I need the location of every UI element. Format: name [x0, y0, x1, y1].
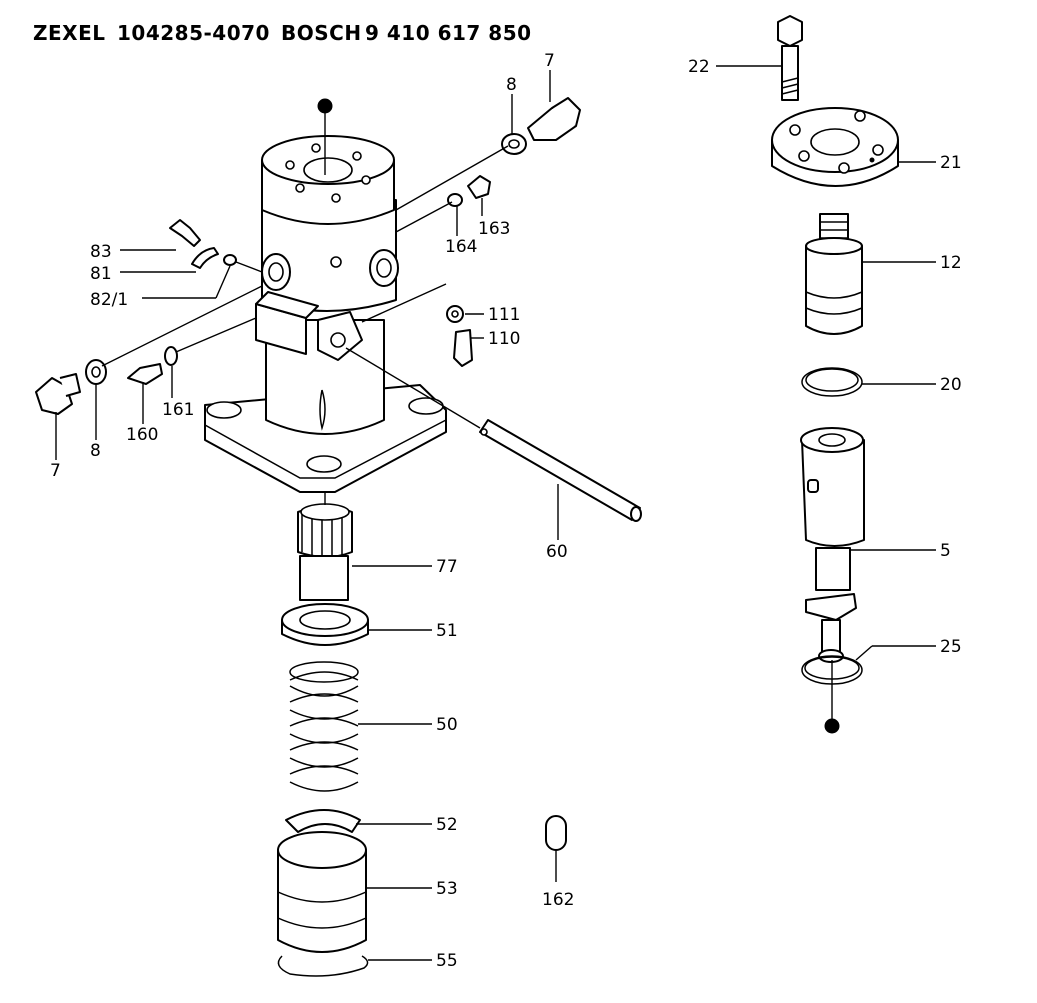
callout-163: 163	[478, 219, 510, 239]
control-rod	[345, 347, 642, 522]
lower-spring-seat	[285, 809, 361, 833]
snap-ring-25	[801, 655, 863, 685]
barrel-and-plunger-5	[800, 427, 865, 734]
callout-21: 21	[940, 153, 962, 173]
callout-8-top: 8	[506, 75, 517, 95]
callout-8-left: 8	[90, 441, 101, 461]
callout-161: 161	[162, 400, 194, 420]
callout-51: 51	[436, 621, 458, 641]
spring-seat	[281, 603, 369, 646]
plunger-spring	[289, 661, 359, 792]
callout-50: 50	[436, 715, 458, 735]
callout-20: 20	[940, 375, 962, 395]
callout-12: 12	[940, 253, 962, 273]
callout-5: 5	[940, 541, 951, 561]
callout-53: 53	[436, 879, 458, 899]
callout-162: 162	[542, 890, 574, 910]
control-sleeve	[297, 492, 353, 601]
plug-and-washer-top	[395, 97, 581, 211]
header-oem: BOSCH	[281, 21, 362, 45]
callout-7-top: 7	[544, 51, 555, 71]
callout-160: 160	[126, 425, 158, 445]
delivery-valve-bolt	[777, 15, 803, 101]
callout-111: 111	[488, 305, 520, 325]
header-brand: ZEXEL	[33, 21, 106, 45]
diagram-header: ZEXEL 104285-4070 BOSCH 9 410 617 850	[33, 21, 532, 45]
roller-tappet	[277, 831, 367, 953]
callout-25: 25	[940, 637, 962, 657]
bolt-160-clip-161	[127, 317, 257, 385]
callout-labels: 7 8 83 81 82/1 163 164 111 110 7 8 160 1…	[50, 51, 962, 971]
callout-77: 77	[436, 557, 458, 577]
bolt-83-clip-81	[169, 219, 263, 273]
callout-7-left: 7	[50, 461, 61, 481]
o-ring-20	[801, 367, 863, 397]
washer-111-bolt-110	[361, 283, 473, 367]
header-oem-number: 9 410 617 850	[365, 21, 532, 45]
header-zexel-number: 104285-4070	[117, 21, 270, 45]
callout-52: 52	[436, 815, 458, 835]
key-162	[545, 815, 567, 882]
callout-82-1: 82/1	[90, 290, 128, 310]
callout-83: 83	[90, 242, 112, 262]
leader-lines	[55, 65, 936, 961]
callout-110: 110	[488, 329, 520, 349]
pump-housing	[204, 98, 447, 493]
bolt-163-washer-164	[395, 175, 491, 233]
callout-60: 60	[546, 542, 568, 562]
flange-21	[771, 107, 899, 187]
plug-and-washer-left	[35, 285, 263, 415]
callout-22: 22	[688, 57, 710, 77]
snap-ring-55	[277, 955, 369, 977]
callout-164: 164	[445, 237, 477, 257]
callout-81: 81	[90, 264, 112, 284]
delivery-valve-holder-12	[805, 213, 863, 335]
callout-55: 55	[436, 951, 458, 971]
